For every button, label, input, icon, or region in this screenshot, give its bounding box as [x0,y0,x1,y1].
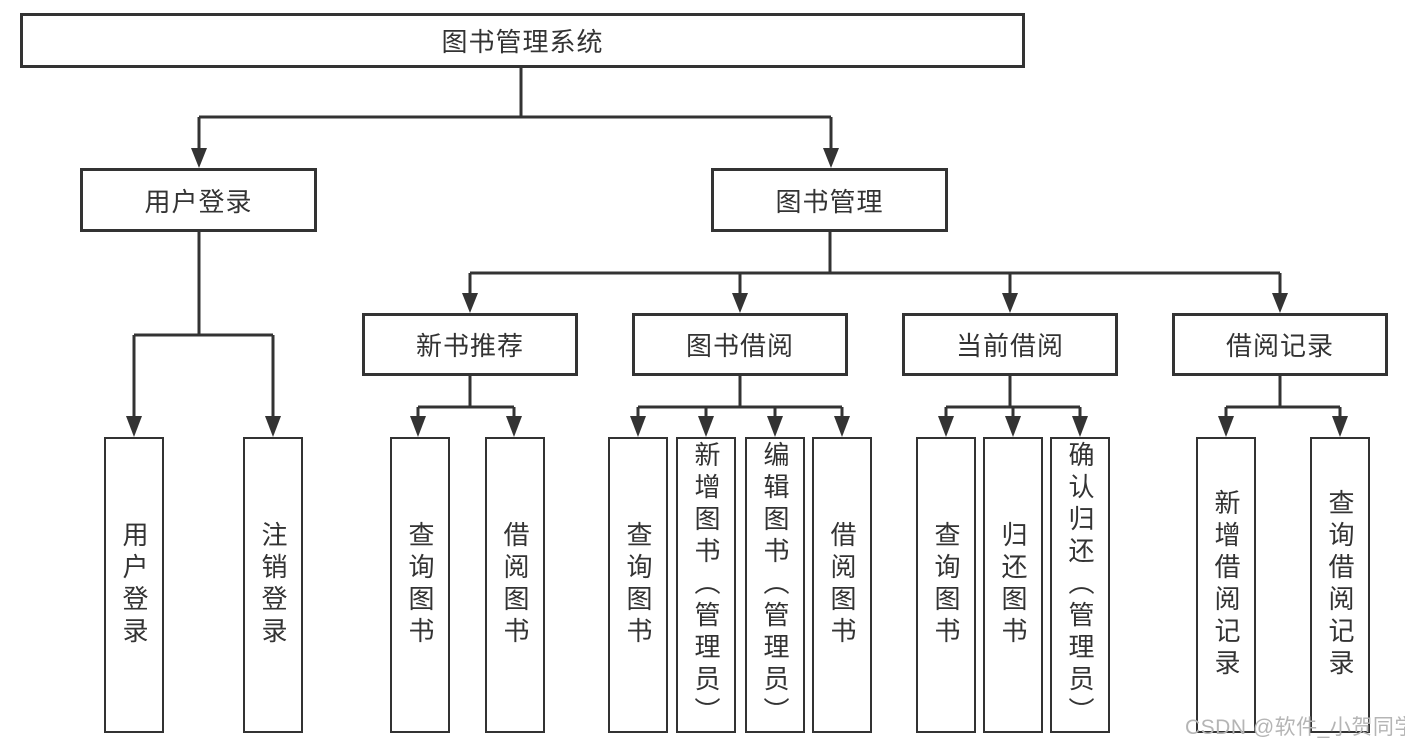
leaf-user-login: 用户登录 [104,437,164,733]
leaf-label: 确认归还（管理员） [1065,441,1095,729]
leaf-label: 注销登录 [258,521,288,649]
leaf-query-book-recommend: 查询图书 [390,437,450,733]
leaf-logout: 注销登录 [243,437,303,733]
leaf-add-book-admin: 新增图书（管理员） [676,437,736,733]
leaf-query-borrow-record: 查询借阅记录 [1310,437,1370,733]
leaf-label: 借阅图书 [827,521,857,649]
leaf-return-book: 归还图书 [983,437,1043,733]
node-user-login: 用户登录 [80,168,317,232]
node-library-management-system: 图书管理系统 [20,13,1025,68]
leaf-query-book-current: 查询图书 [916,437,976,733]
leaf-query-book-borrow: 查询图书 [608,437,668,733]
leaf-label: 查询图书 [931,521,961,649]
leaf-borrow-book: 借阅图书 [812,437,872,733]
node-current-borrow: 当前借阅 [902,313,1118,376]
node-label: 图书管理系统 [441,27,604,57]
node-label: 图书借阅 [685,331,794,361]
node-book-management: 图书管理 [711,168,948,232]
leaf-label: 查询图书 [623,521,653,649]
leaf-label: 借阅图书 [500,521,530,649]
node-label: 当前借阅 [955,331,1064,361]
node-label: 借阅记录 [1225,331,1334,361]
node-new-book-recommend: 新书推荐 [362,313,578,376]
leaf-label: 归还图书 [998,521,1028,649]
leaf-label: 新增借阅记录 [1211,489,1241,681]
leaf-label: 编辑图书（管理员） [760,441,790,729]
node-label: 用户登录 [144,186,253,217]
arrowhead-icons [126,148,1348,437]
leaf-borrow-book-recommend: 借阅图书 [485,437,545,733]
node-label: 新书推荐 [415,331,524,361]
csdn-watermark: CSDN @软件_小贺同学 [1185,716,1405,739]
leaf-add-borrow-record: 新增借阅记录 [1196,437,1256,733]
node-book-borrow: 图书借阅 [632,313,848,376]
leaf-label: 新增图书（管理员） [691,441,721,729]
node-borrow-records: 借阅记录 [1172,313,1388,376]
leaf-edit-book-admin: 编辑图书（管理员） [745,437,805,733]
node-label: 图书管理 [775,186,884,217]
leaf-label: 查询图书 [405,521,435,649]
leaf-label: 查询借阅记录 [1325,489,1355,681]
leaf-label: 用户登录 [119,521,149,649]
leaf-confirm-return-admin: 确认归还（管理员） [1050,437,1110,733]
